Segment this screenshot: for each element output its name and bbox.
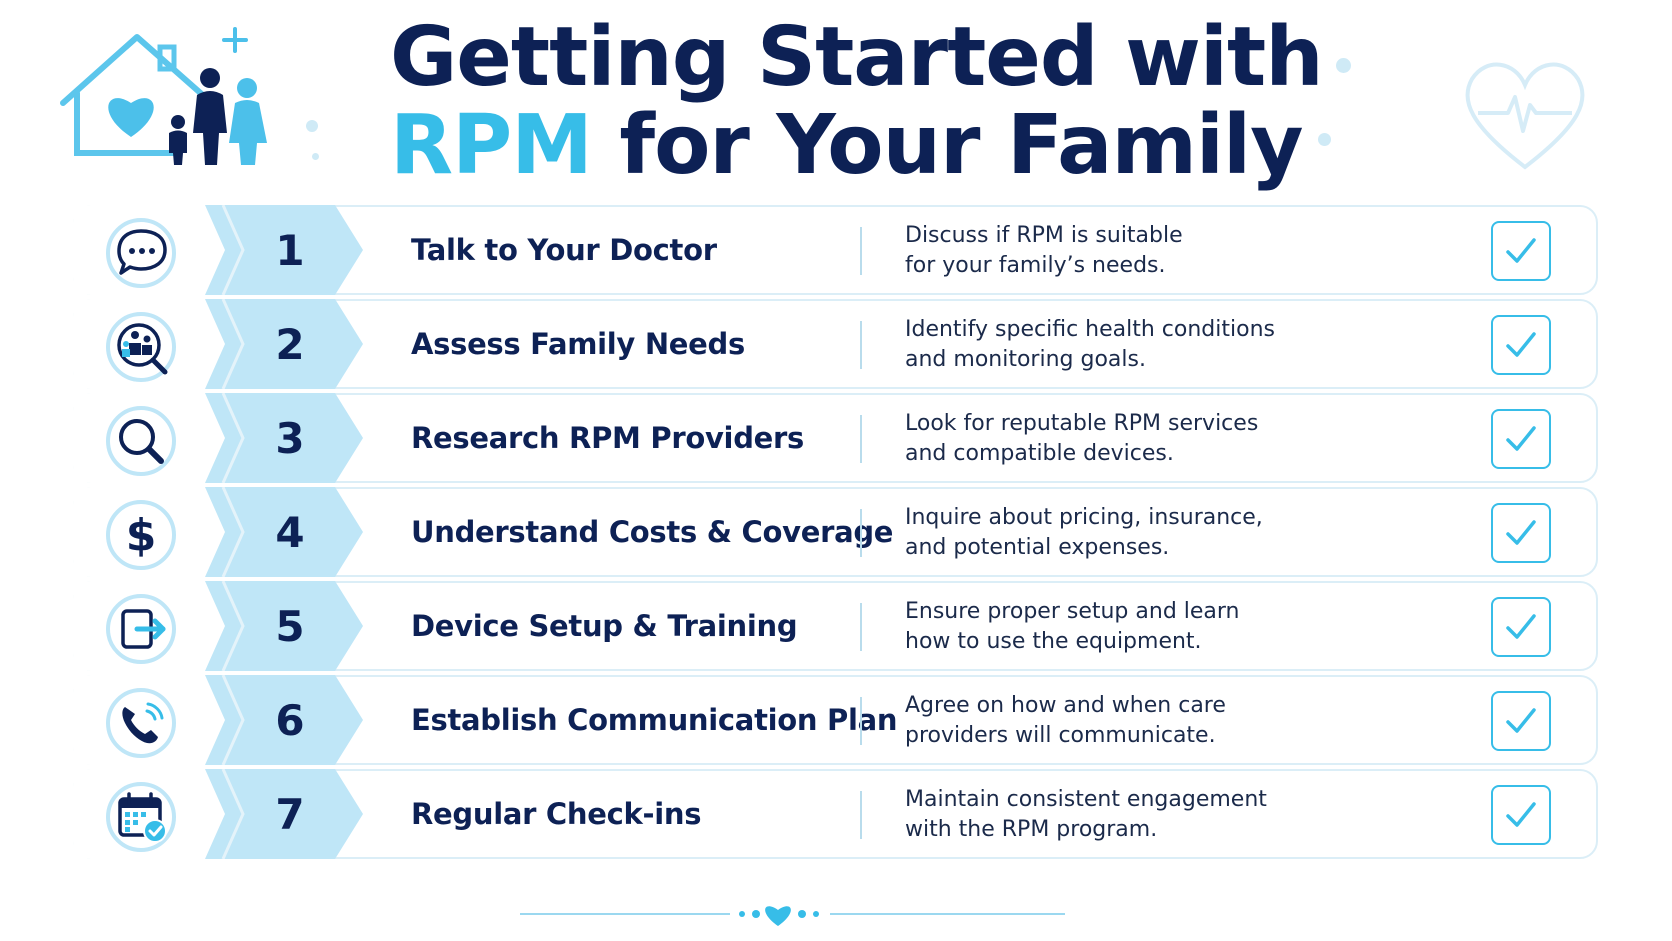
chat-bubble-icon <box>95 207 187 299</box>
step-title: Establish Communication Plan <box>411 703 898 737</box>
step-description-line: and monitoring goals. <box>905 347 1146 372</box>
step-number: 3 <box>275 413 305 463</box>
step-description-line: Look for reputable RPM services <box>905 411 1259 436</box>
step-description-line: and potential expenses. <box>905 535 1170 560</box>
step-description: Identify specific health conditions and m… <box>905 315 1365 375</box>
phone-call-icon <box>95 677 187 769</box>
step-divider <box>860 415 862 463</box>
step-title: Talk to Your Doctor <box>411 233 717 267</box>
checkmark-icon <box>1506 332 1536 357</box>
step-description-line: Discuss if RPM is suitable <box>905 223 1183 248</box>
step-description-line: Ensure proper setup and learn <box>905 599 1240 624</box>
step-row: 3 Research RPM Providers Look for reputabl… <box>73 393 1598 483</box>
title-rest: for Your Family <box>591 98 1303 193</box>
step-description-line: for your family’s needs. <box>905 253 1166 278</box>
step-divider <box>860 321 862 369</box>
step-description: Look for reputable RPM services and compa… <box>905 409 1365 469</box>
step-divider <box>860 509 862 557</box>
step-description-line: providers will communicate. <box>905 723 1216 748</box>
step-title: Regular Check-ins <box>411 797 702 831</box>
step-row: 7 Regular Check-ins Maintain consistent en… <box>73 769 1598 859</box>
step-divider <box>860 791 862 839</box>
family-home-icon <box>60 27 267 165</box>
step-description-line: with the RPM program. <box>905 817 1158 842</box>
step-number: 6 <box>275 695 305 745</box>
title-line-2: RPM for Your Family <box>390 102 1323 190</box>
step-description: Maintain consistent engagement with the R… <box>905 785 1365 845</box>
step-description-line: how to use the equipment. <box>905 629 1202 654</box>
step-number: 7 <box>275 789 305 839</box>
step-checkbox[interactable] <box>1491 785 1551 845</box>
title-accent: RPM <box>390 98 593 193</box>
step-checkbox[interactable] <box>1491 503 1551 563</box>
step-checkbox[interactable] <box>1491 597 1551 657</box>
step-description: Inquire about pricing, insurance, and pot… <box>905 503 1365 563</box>
checkmark-icon <box>1506 614 1536 639</box>
step-checkbox[interactable] <box>1491 409 1551 469</box>
step-description: Agree on how and when care providers will… <box>905 691 1365 751</box>
step-number: 5 <box>275 601 305 651</box>
step-checkbox[interactable] <box>1491 691 1551 751</box>
step-divider <box>860 697 862 745</box>
step-checkbox[interactable] <box>1491 315 1551 375</box>
calendar-check-icon <box>95 771 187 863</box>
title-line-1: Getting Started with <box>390 10 1324 105</box>
step-description-line: Inquire about pricing, insurance, <box>905 505 1263 530</box>
header: Getting Started with RPM for Your Family <box>0 0 1672 200</box>
step-row: 5 Device Setup & Training Ensure proper se… <box>73 581 1598 671</box>
step-number: 2 <box>275 319 305 369</box>
checkmark-icon <box>1506 426 1536 451</box>
step-checkbox[interactable] <box>1491 221 1551 281</box>
footer-divider <box>520 906 1065 926</box>
tablet-arrow-icon <box>95 583 187 675</box>
step-description-line: Maintain consistent engagement <box>905 787 1267 812</box>
step-row: $4 Understand Costs & Coverage Inquire abo… <box>73 487 1598 577</box>
step-title: Understand Costs & Coverage <box>411 515 894 549</box>
step-number: 4 <box>275 507 305 557</box>
step-row: 2 Assess Family Needs Identify specific he… <box>73 299 1598 389</box>
step-divider <box>860 227 862 275</box>
step-divider <box>860 603 862 651</box>
checkmark-icon <box>1506 520 1536 545</box>
dollar-icon: $ <box>95 489 187 581</box>
step-description-line: and compatible devices. <box>905 441 1174 466</box>
heart-pulse-icon <box>1465 62 1585 170</box>
step-row: 1 Talk to Your Doctor Discuss if RPM is su… <box>73 205 1598 295</box>
step-description-line: Agree on how and when care <box>905 693 1226 718</box>
magnifier-icon <box>95 395 187 487</box>
svg-text:$: $ <box>126 510 157 561</box>
checkmark-icon <box>1506 238 1536 263</box>
step-number: 1 <box>275 225 305 275</box>
family-search-icon <box>95 301 187 393</box>
checkmark-icon <box>1506 802 1536 827</box>
step-description: Ensure proper setup and learn how to use … <box>905 597 1365 657</box>
step-title: Research RPM Providers <box>411 421 804 455</box>
step-title: Device Setup & Training <box>411 609 798 643</box>
step-title: Assess Family Needs <box>411 327 745 361</box>
checkmark-icon <box>1506 708 1536 733</box>
step-description-line: Identify specific health conditions <box>905 317 1275 342</box>
page-title: Getting Started with RPM for Your Family <box>390 10 1324 190</box>
step-description: Discuss if RPM is suitable for your famil… <box>905 221 1365 281</box>
